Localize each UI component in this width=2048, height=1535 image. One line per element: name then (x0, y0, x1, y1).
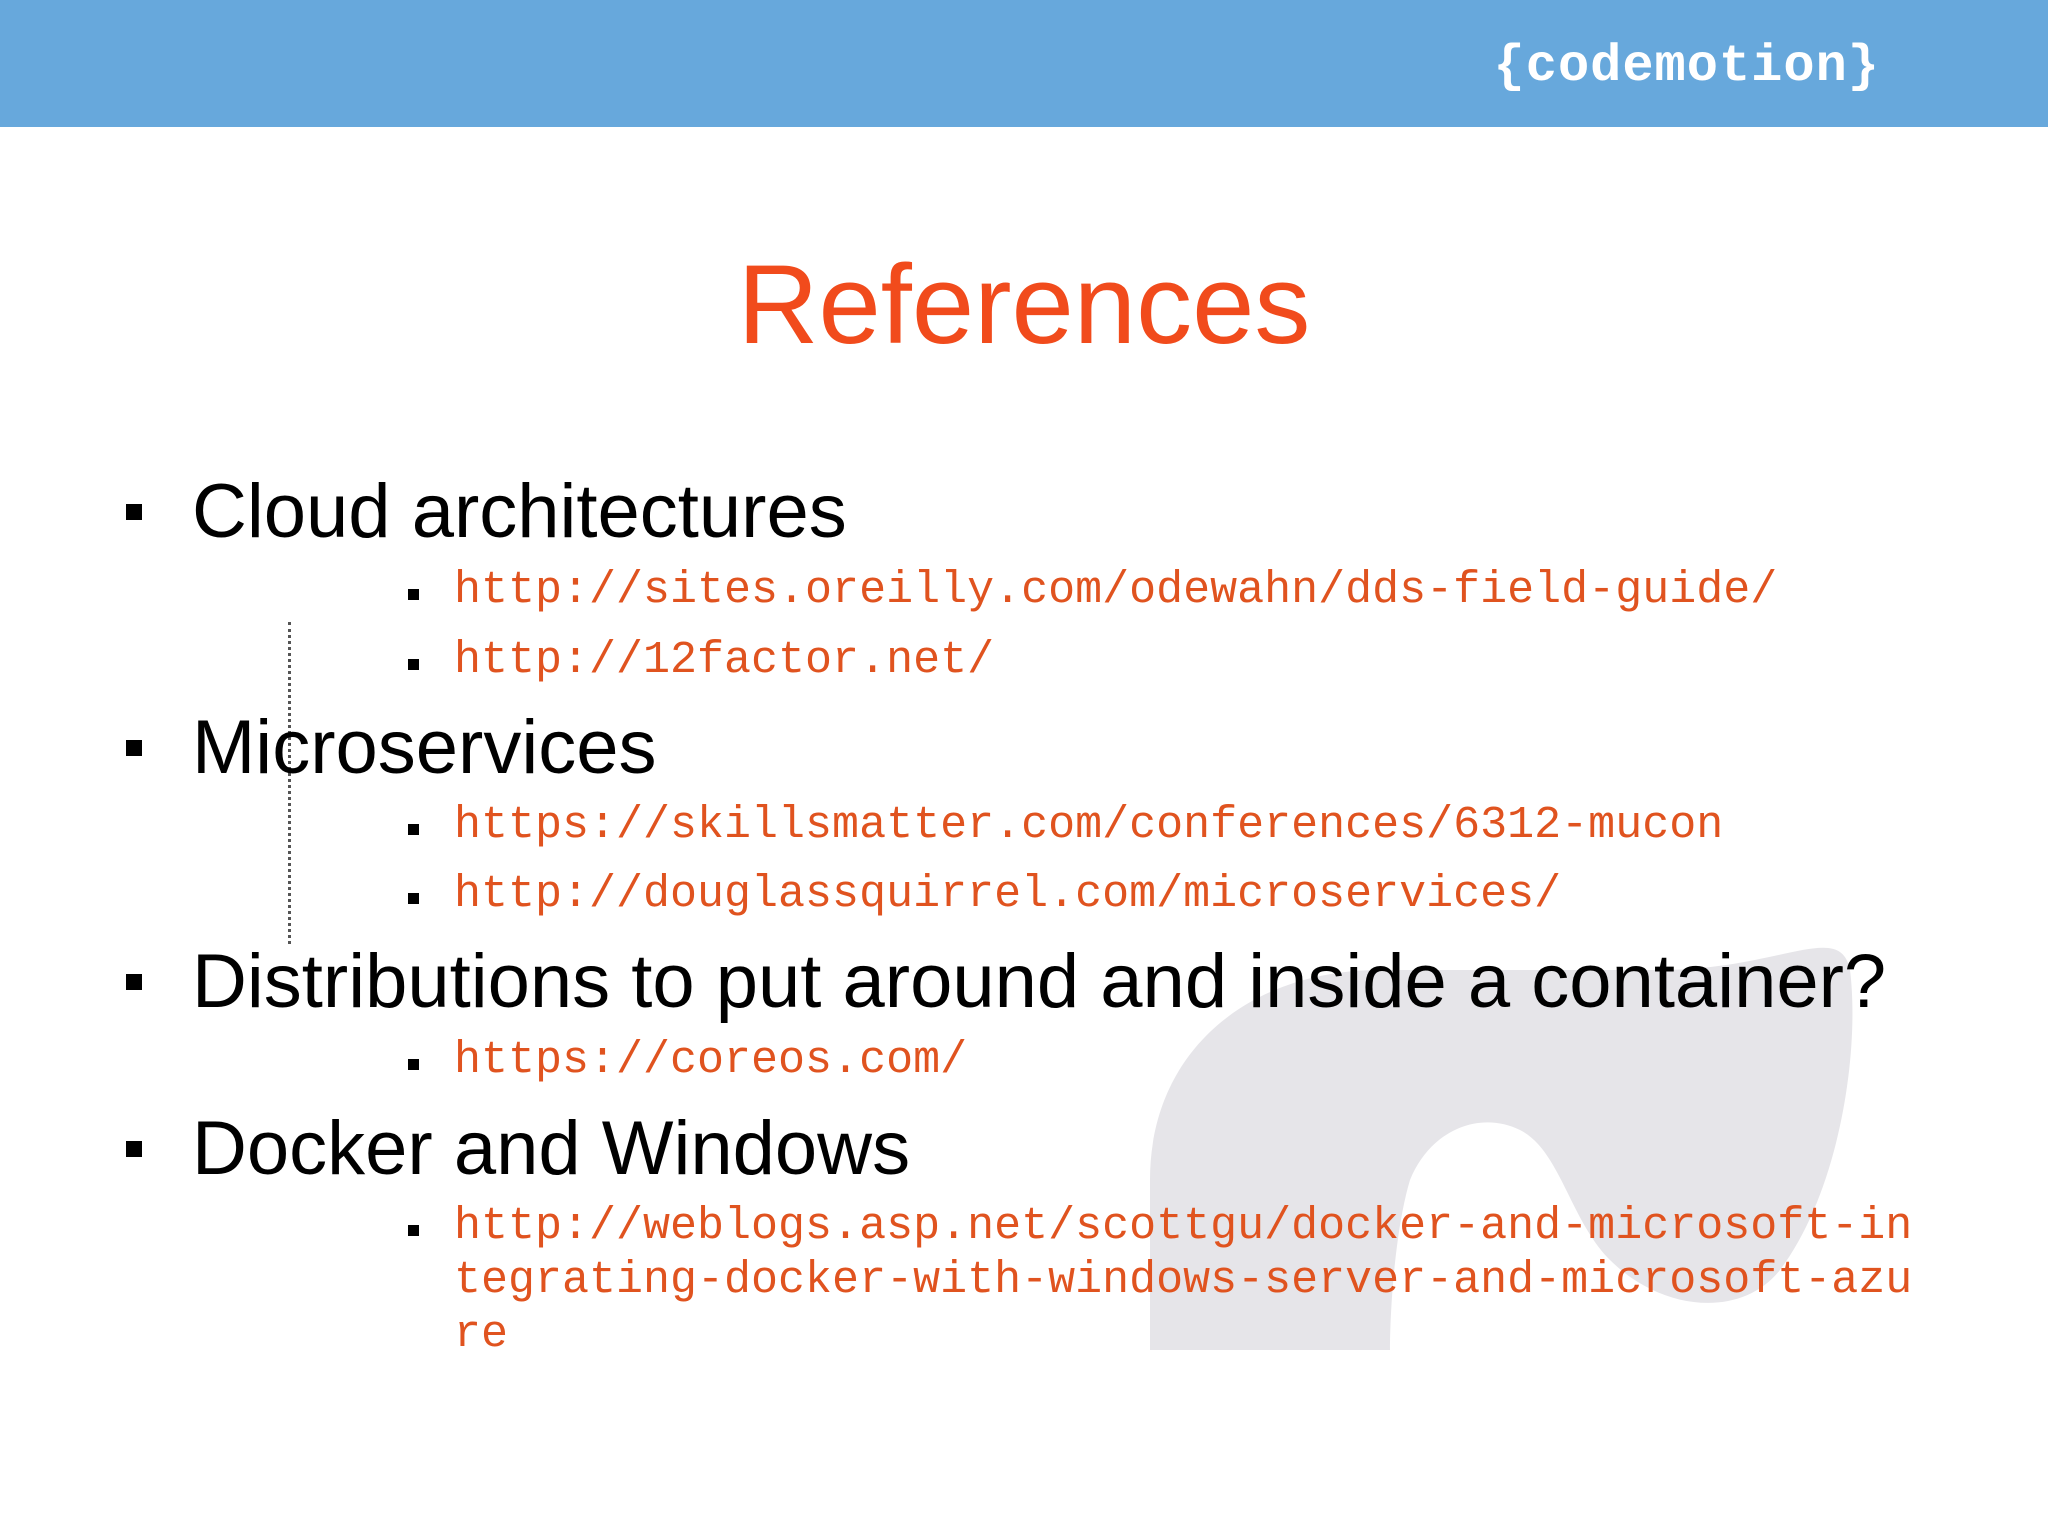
section-heading-text: Distributions to put around and inside a… (192, 939, 1887, 1024)
header-bar: {codemotion} (0, 0, 2048, 127)
reference-link[interactable]: http://sites.oreilly.com/odewahn/dds-fie… (454, 565, 1778, 616)
section-heading-text: Docker and Windows (192, 1106, 911, 1191)
section-heading-docker-windows: Docker and Windows (126, 1107, 1926, 1191)
codemotion-logo: {codemotion} (1493, 37, 1880, 96)
reference-link[interactable]: https://coreos.com/ (454, 1035, 968, 1086)
section-heading-text: Microservices (192, 705, 657, 790)
dotted-guide-line (288, 622, 291, 944)
bullet-square-icon (408, 1059, 419, 1070)
reference-link[interactable]: http://12factor.net/ (454, 635, 995, 686)
bullet-square-icon (126, 1141, 142, 1157)
watermark-shape-icon (1150, 947, 1853, 1350)
bullet-square-icon (126, 740, 142, 756)
bullet-square-icon (408, 589, 419, 600)
section-heading-text: Cloud architectures (192, 469, 847, 554)
bullet-square-icon (408, 893, 419, 904)
section-heading-microservices: Microservices (126, 706, 1926, 790)
section-heading-distributions: Distributions to put around and inside a… (126, 940, 1926, 1024)
bullet-square-icon (408, 824, 419, 835)
reference-link[interactable]: http://weblogs.asp.net/scottgu/docker-an… (454, 1201, 1913, 1360)
page-title: References (737, 242, 1311, 367)
reference-link[interactable]: http://douglassquirrel.com/microservices… (454, 869, 1562, 920)
section-heading-cloud: Cloud architectures (126, 470, 1926, 554)
reference-link[interactable]: https://skillsmatter.com/conferences/631… (454, 800, 1724, 851)
bullet-square-icon (408, 1225, 419, 1236)
bullet-square-icon (126, 974, 142, 990)
bullet-square-icon (126, 504, 142, 520)
bullet-square-icon (408, 659, 419, 670)
